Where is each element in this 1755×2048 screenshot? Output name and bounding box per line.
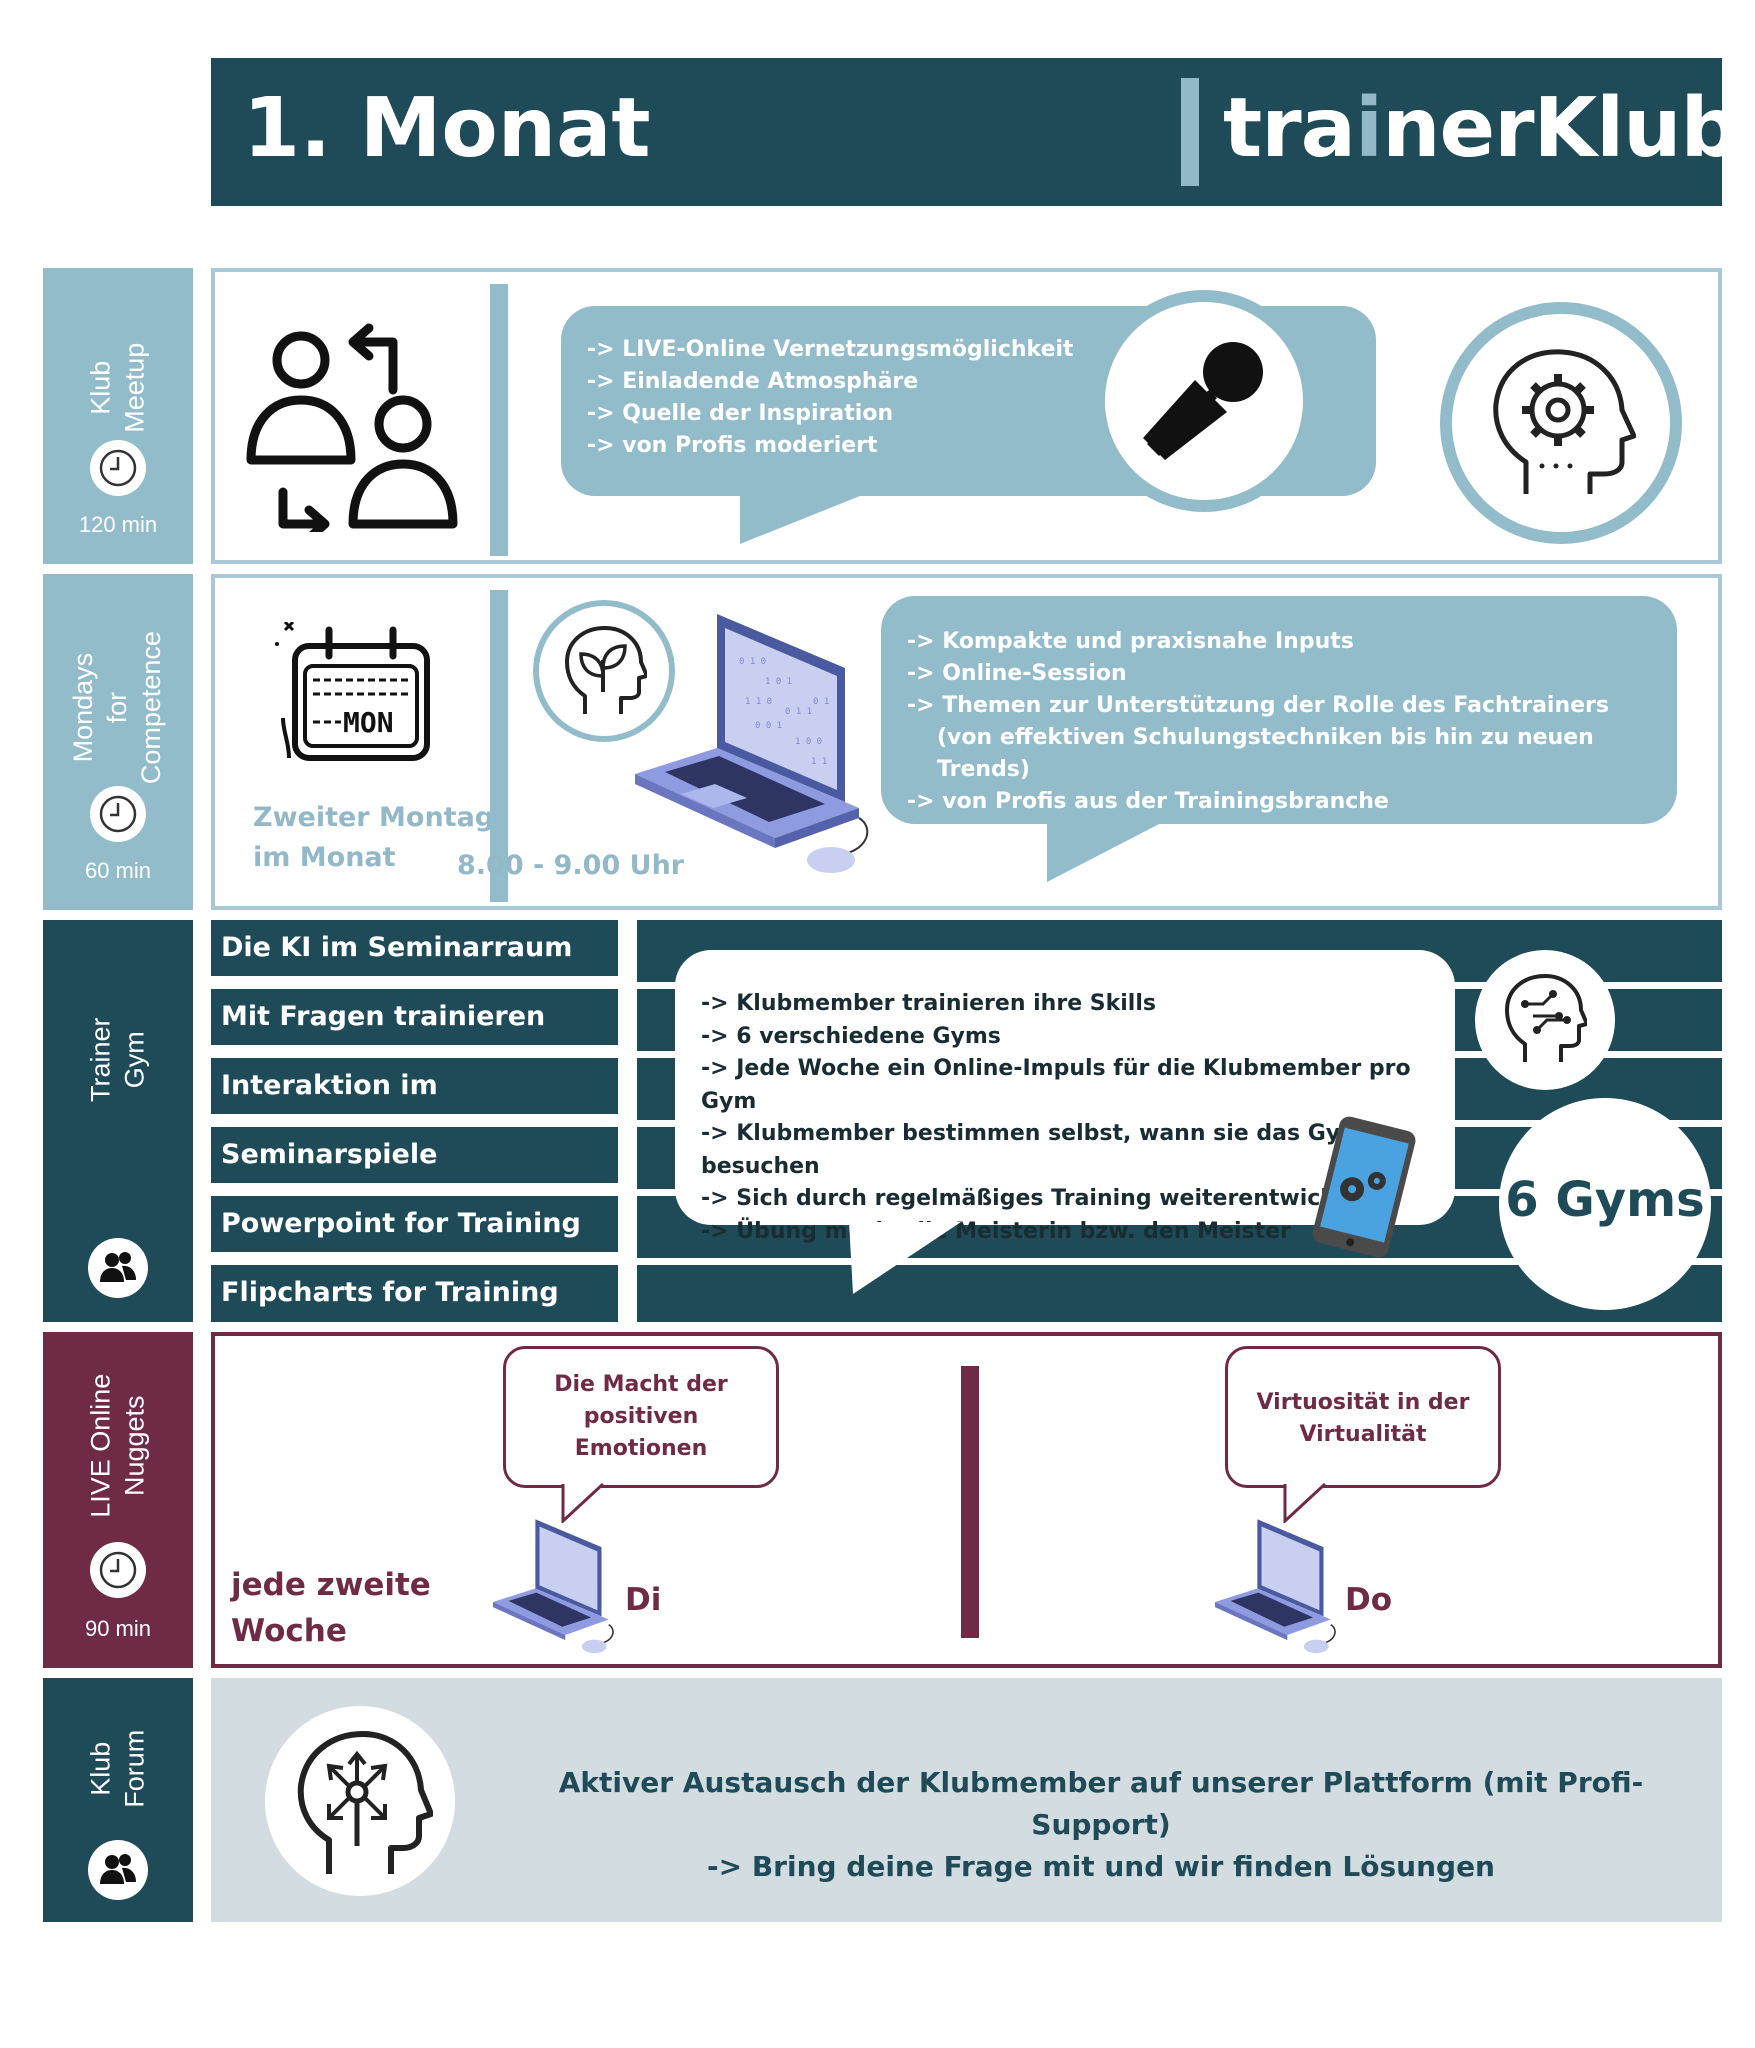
sidetab-live-nuggets: LIVE Online Nuggets 90 min <box>43 1332 193 1668</box>
sidetab-trainer-gym: Trainer Gym <box>43 920 193 1322</box>
gyms-count-badge: 6 Gyms <box>1499 1098 1711 1310</box>
mondays-time: 8.00 - 9.00 Uhr <box>457 850 685 881</box>
head-arrows-icon <box>297 1731 433 1874</box>
bubble-tail <box>561 1483 605 1523</box>
gym-item[interactable]: Mit Fragen trainieren <box>211 989 618 1045</box>
sidetab-label: LIVE Online Nuggets <box>85 1373 149 1519</box>
svg-text:1 0 0: 1 0 0 <box>795 737 822 747</box>
group-icon <box>88 1840 148 1900</box>
gym-item[interactable]: Die KI im Seminarraum <box>211 920 618 976</box>
ai-head-icon <box>1505 974 1587 1062</box>
laptop-icon: 0 1 0 1 0 1 1 1 0 0 1 10 0 1 1 0 0 0 1 1 1 <box>635 614 869 873</box>
sidetab-label: Klub Forum <box>85 1729 149 1809</box>
meetup-divider <box>490 284 508 556</box>
bullet: -> von Profis moderiert <box>587 433 878 458</box>
microphone-badge <box>1093 290 1315 512</box>
bullet: -> Einladende Atmosphäre <box>587 369 919 394</box>
mind-badge <box>265 1706 455 1896</box>
nugget-day-label: Di <box>625 1582 662 1618</box>
nuggets-divider <box>961 1366 979 1638</box>
sidetab-label: Trainer Gym <box>85 1017 149 1103</box>
nuggets-frequency: jede zweite Woche <box>231 1567 431 1649</box>
clock-icon <box>90 1542 146 1598</box>
nugget-topic-bubble: Die Macht der positiven Emotionen <box>503 1346 779 1488</box>
mondays-bullets: -> Kompakte und praxisnahe Inputs -> Onl… <box>907 626 1677 818</box>
sidetab-label: Mondays for Competence <box>68 631 166 785</box>
people-exchange-icon <box>246 323 458 532</box>
nugget-day-label: Do <box>1345 1582 1393 1618</box>
bullet: -> Klubmember trainieren ihre Skills <box>701 991 1156 1016</box>
sidetab-klub-meetup: Klub Meetup 120 min <box>43 268 193 564</box>
bullet: -> von Profis aus der Trainingsbranche <box>907 789 1389 814</box>
header-banner: 1. Monat trainerKlub <box>211 58 1739 206</box>
smartphone-gears-icon <box>1312 1116 1416 1258</box>
gym-item[interactable]: Powerpoint for Training <box>211 1196 618 1252</box>
clock-icon <box>90 440 146 496</box>
gym-item[interactable]: Flipcharts for Training <box>211 1265 618 1322</box>
nugget-topic-bubble: Virtuosität in der Virtualität <box>1225 1346 1501 1488</box>
forum-panel: Aktiver Austausch der Klubmember auf uns… <box>211 1678 1722 1922</box>
duration-label: 90 min <box>84 1616 152 1641</box>
microphone-icon <box>1143 342 1263 460</box>
gym-speech-bubble: -> Klubmember trainieren ihre Skills -> … <box>675 950 1455 1244</box>
duration-label: 120 min <box>78 512 158 537</box>
bubble-tail <box>1283 1483 1327 1523</box>
bubble-tail <box>740 492 870 544</box>
nuggets-panel: jede zweite Woche Die Macht der positive… <box>211 1332 1722 1668</box>
svg-text:1 0 1: 1 0 1 <box>765 677 792 687</box>
mondays-panel: MON Zweiter Montag im Monat 0 1 0 1 0 1 1 … <box>211 574 1722 910</box>
bullet: -> LIVE-Online Vernetzungsmöglichkeit <box>587 337 1074 362</box>
growth-head-icon <box>565 626 647 714</box>
ai-head-badge <box>1475 950 1615 1090</box>
bullet: -> Quelle der Inspiration <box>587 401 894 426</box>
bullet: -> Sich durch regelmäßiges Training weit… <box>701 1186 1373 1211</box>
gym-item[interactable]: Interaktion im Fachtraining <box>211 1058 618 1157</box>
meetup-panel: -> LIVE-Online Vernetzungsmöglichkeit ->… <box>211 268 1722 564</box>
calendar-day-label: MON <box>343 706 394 739</box>
gym-panel: -> Klubmember trainieren ihre Skills -> … <box>637 920 1722 1322</box>
svg-text:0 1 0: 0 1 0 <box>739 657 766 667</box>
forum-description: Aktiver Austausch der Klubmember auf uns… <box>558 1766 1644 1883</box>
svg-text:1 1 0: 1 1 0 <box>745 697 772 707</box>
meetup-bullets: -> LIVE-Online Vernetzungsmöglichkeit ->… <box>587 334 1074 462</box>
laptop-icon <box>493 1519 614 1654</box>
svg-text:0 1: 0 1 <box>813 697 829 707</box>
bullet: -> Klubmember bestimmen selbst, wann sie… <box>701 1121 1364 1179</box>
bullet: -> Kompakte und praxisnahe Inputs <box>907 629 1354 654</box>
page-title: 1. Monat <box>243 81 651 176</box>
stripe <box>637 1258 1722 1265</box>
gym-item[interactable]: Seminarspiele <box>211 1127 618 1183</box>
gyms-count-label: 6 Gyms <box>1505 1172 1705 1228</box>
laptop-icon <box>1215 1519 1336 1654</box>
head-gear-icon <box>1493 349 1636 494</box>
duration-label: 60 min <box>84 858 152 883</box>
bullet: -> Online-Session <box>907 661 1127 686</box>
calendar-icon: MON <box>275 622 430 761</box>
logo-divider <box>1181 78 1199 186</box>
group-icon <box>88 1238 148 1298</box>
trainerklub-logo: trainerKlub <box>1223 81 1739 176</box>
gym-bullets: -> Klubmember trainieren ihre Skills -> … <box>701 988 1455 1248</box>
bullet: -> Jede Woche ein Online-Impuls für die … <box>701 1056 1411 1114</box>
sidetab-mondays: Mondays for Competence 60 min <box>43 574 193 910</box>
mondays-speech-bubble: -> Kompakte und praxisnahe Inputs -> Onl… <box>881 596 1677 824</box>
mind-gear-badge <box>1440 302 1682 544</box>
mondays-divider <box>490 590 508 902</box>
svg-text:0 1 1: 0 1 1 <box>785 707 812 717</box>
bullet: (von effektiven Schulungstechniken bis h… <box>937 725 1594 782</box>
bubble-tail <box>1047 820 1167 882</box>
growth-head-badge <box>533 600 675 742</box>
bullet: -> Themen zur Unterstützung der Rolle de… <box>907 693 1609 718</box>
svg-text:0 0 1: 0 0 1 <box>755 721 782 731</box>
bullet: -> 6 verschiedene Gyms <box>701 1023 1001 1049</box>
bubble-tail <box>849 1222 961 1294</box>
svg-text:1 1: 1 1 <box>811 757 827 767</box>
mondays-schedule: Zweiter Montag im Monat <box>253 802 495 873</box>
sidetab-label: Klub Meetup <box>85 342 149 434</box>
clock-icon <box>90 786 146 842</box>
bullet: -> Übung macht die Meisterin bzw. den Me… <box>701 1218 1291 1244</box>
sidetab-klub-forum: Klub Forum <box>43 1678 193 1922</box>
